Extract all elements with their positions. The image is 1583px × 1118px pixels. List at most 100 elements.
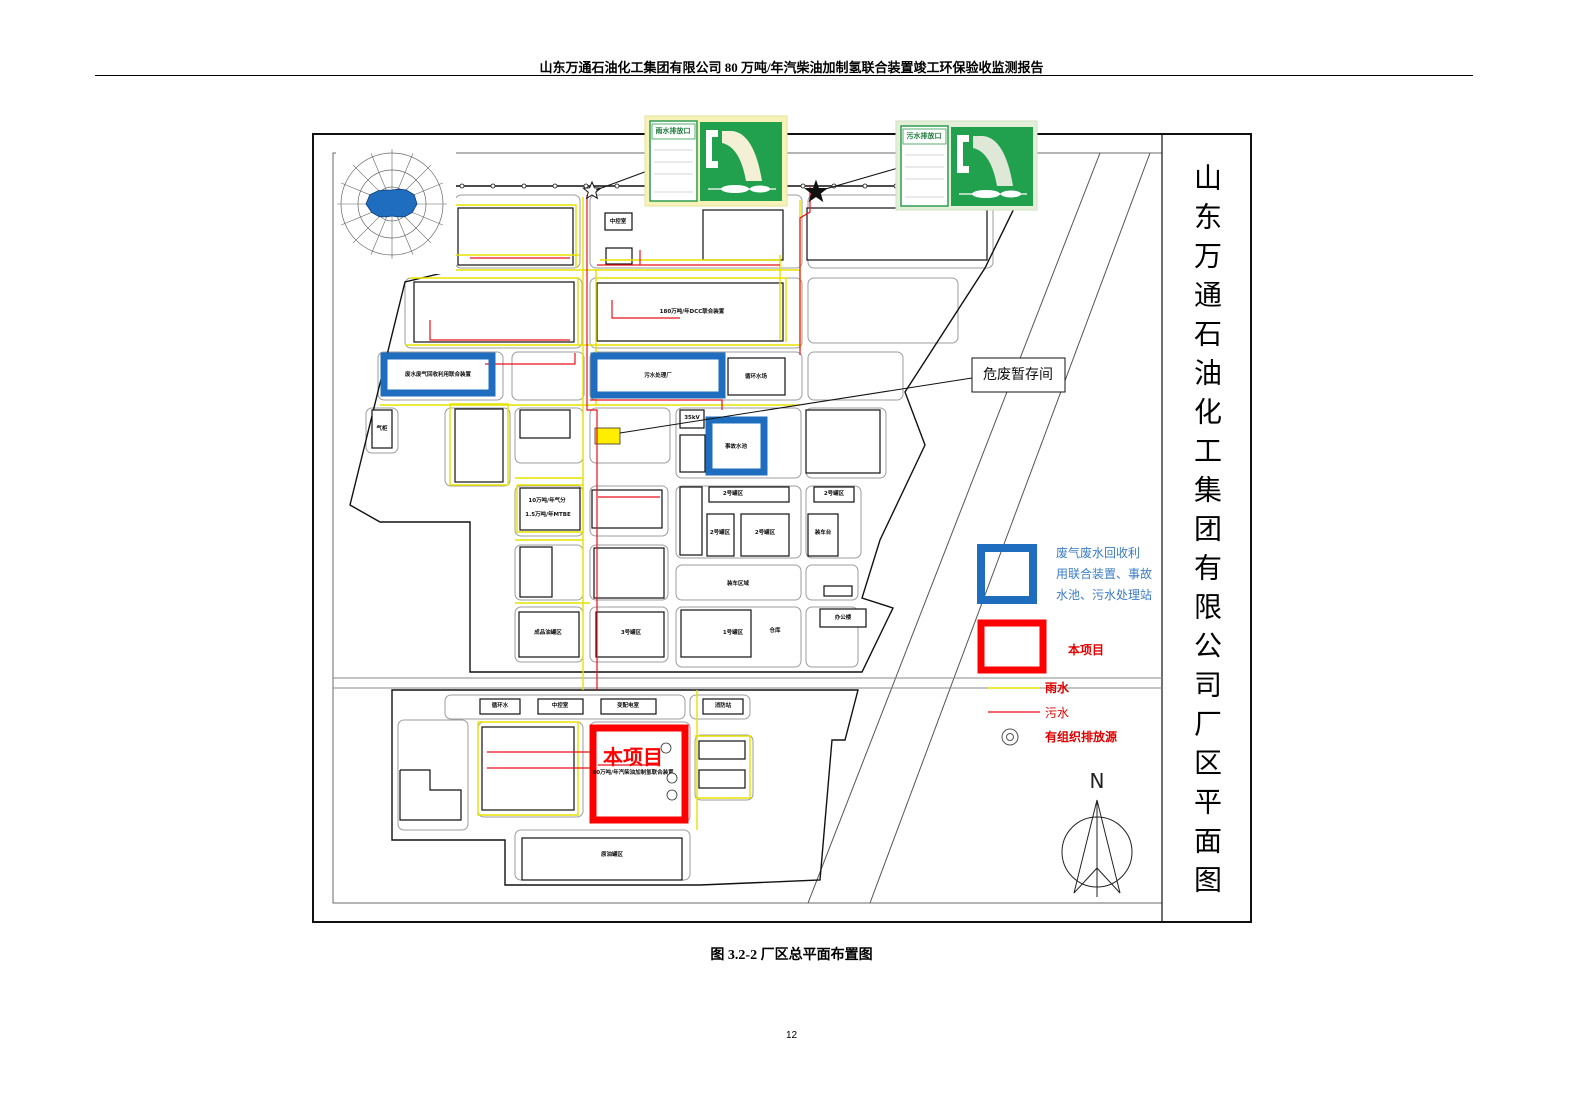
legend: 废气废水回收利 用联合装置、事故 水池、污水处理站 本项目 雨水 污水 有组织排…	[977, 544, 1152, 746]
lower-plant-boundary	[391, 689, 859, 886]
unit-label: 成品油罐区	[534, 628, 562, 636]
rainwater-pipe	[695, 735, 751, 799]
unit-label: 事故水池	[725, 442, 748, 450]
emission-source-icon	[666, 772, 678, 784]
fence-post	[490, 183, 496, 189]
hazardous-waste-callout: 危废暂存间	[619, 357, 1066, 434]
road-block	[675, 485, 802, 559]
sign-title: 污水排放口	[907, 131, 942, 140]
unit-box	[823, 585, 853, 597]
road-block	[444, 407, 511, 487]
unit-label: 中控室	[610, 217, 627, 225]
road-block	[805, 485, 862, 559]
rainwater-pipe	[410, 277, 579, 345]
unit-box	[679, 409, 705, 429]
this-project-highlight	[589, 724, 689, 824]
unit-box	[708, 486, 790, 503]
unit-label: 循环水场	[745, 372, 768, 380]
rainwater-pipe	[595, 277, 787, 342]
sewage-pipe	[485, 353, 576, 365]
figure-vertical-title: 山东万通石油化工集团有限公司厂区平面图	[1190, 163, 1223, 904]
rainwater-pipe	[516, 484, 584, 533]
sign-form-lines	[654, 149, 693, 193]
sewage-pipe	[429, 320, 570, 341]
drain-outlet-icon	[706, 130, 776, 193]
drain-outlet-icon	[957, 135, 1027, 198]
fence-post	[800, 183, 806, 189]
unit-label: 80万吨/年汽柴油加制氢联合装置	[592, 768, 674, 776]
unit-label: 1.5万吨/年MTBE	[525, 510, 571, 518]
rainwater-pipe	[455, 204, 577, 268]
road-block	[805, 606, 859, 668]
rainwater-pipe	[449, 403, 509, 486]
unit-label: 污水处理厂	[644, 371, 672, 379]
this-project-mark: 本项目	[603, 745, 663, 769]
unit-box	[457, 207, 574, 266]
fence-post	[862, 183, 868, 189]
unit-box	[605, 247, 633, 265]
highlight-boxes: 废水废气回收利用联合装置 污水处理厂 本项目 80万吨/年汽柴油加制氢联合装置	[380, 352, 768, 824]
unit-label: 3号罐区	[621, 628, 642, 636]
unit-label: 气柜	[375, 424, 388, 432]
sewage-outlet-star-icon	[804, 179, 828, 203]
road-block	[675, 606, 802, 668]
unit-box	[596, 282, 784, 342]
unit-box	[591, 489, 663, 529]
legend-blue-text: 水池、污水处理站	[1056, 588, 1152, 602]
callout-label: 危废暂存间	[983, 367, 1053, 383]
sewage-pipe	[586, 195, 598, 690]
fence-post	[614, 183, 620, 189]
page-number: 12	[785, 1030, 798, 1041]
road-block	[675, 564, 802, 601]
unit-label: 180万吨/年DCC联合装置	[660, 307, 725, 315]
unit-box	[698, 769, 746, 789]
unit-label: 装车区域	[727, 579, 750, 587]
highway	[807, 152, 1151, 904]
unit-box	[813, 486, 855, 503]
legend-blue-text: 用联合装置、事故	[1056, 566, 1152, 581]
unit-box	[537, 698, 584, 715]
legend-blue-box	[977, 544, 1037, 604]
unit-label: 35kV	[684, 415, 700, 421]
unit-box	[413, 281, 575, 343]
north-arrow: N	[1061, 769, 1133, 897]
road-block	[589, 544, 669, 601]
fence-post	[459, 183, 465, 189]
highway-edge	[869, 152, 1151, 904]
rainwater-pipelines	[380, 197, 801, 830]
emission-source-icon-inner	[1006, 733, 1014, 741]
unit-label: 循环水	[492, 701, 509, 709]
waste-gas-water-unit-highlight	[380, 352, 496, 397]
road-block	[511, 351, 585, 401]
road-block	[807, 351, 904, 401]
legend-blue-text: 废气废水回收利	[1056, 545, 1140, 560]
north-arrow-icon	[1096, 799, 1121, 894]
accident-pool-highlight	[705, 416, 768, 476]
unit-label: 消防站	[715, 701, 732, 709]
unit-box	[680, 609, 752, 658]
unit-label: 1号罐区	[723, 628, 744, 636]
unit-box	[479, 698, 521, 715]
road-block	[397, 719, 469, 831]
road-block	[807, 277, 959, 344]
road-block	[589, 606, 669, 663]
unit-box	[593, 547, 665, 599]
road-block	[589, 485, 669, 537]
sign-title: 雨水排放口	[656, 126, 691, 135]
sewage-pipe	[611, 300, 680, 319]
header-rule	[95, 75, 1473, 76]
process-units: 中控室 180万吨/年DCC联合装置 循环水场 气柜 35kV 事故水池 10万…	[371, 207, 988, 881]
wind-rose-frequency-shape	[365, 188, 418, 218]
unit-box	[727, 357, 786, 396]
fence-post	[552, 183, 558, 189]
road-block	[675, 407, 802, 479]
unit-box	[519, 487, 581, 531]
sign-leader-line	[821, 167, 899, 191]
unit-label: 2号罐区	[710, 528, 731, 536]
emission-source-icon	[660, 742, 672, 754]
highway-edge	[807, 152, 1101, 904]
rainwater-pipe	[477, 721, 579, 816]
unit-box	[740, 513, 790, 557]
